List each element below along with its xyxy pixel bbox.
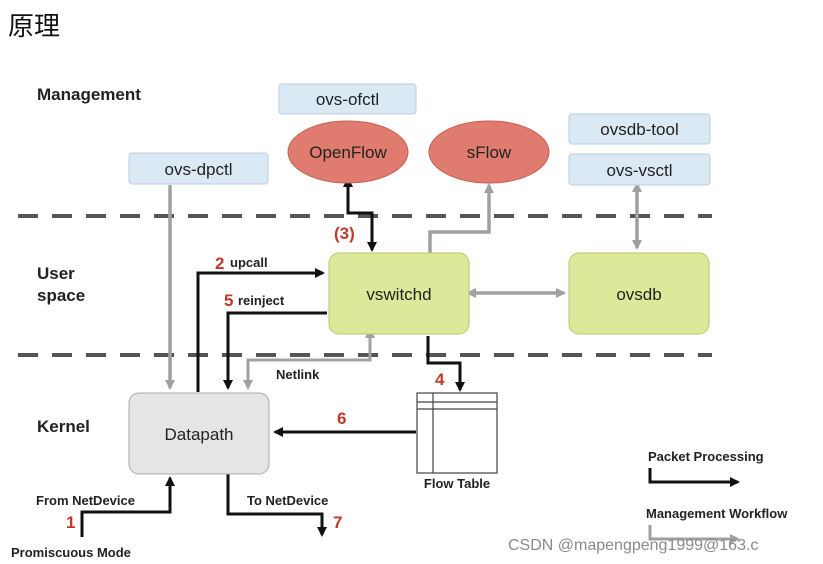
arrow-upcall [196, 268, 325, 392]
promiscuous-mode-label: Promiscuous Mode [11, 545, 131, 560]
ovs-ofctl-label: ovs-ofctl [316, 90, 379, 109]
from-netdevice-label: From NetDevice [36, 493, 135, 508]
legend-packet-processing-arrow [648, 468, 740, 487]
openflow-label: OpenFlow [309, 143, 387, 162]
step-3: (3) [334, 224, 355, 243]
step-6: 6 [337, 409, 346, 428]
ovs-vsctl-label: ovs-vsctl [606, 161, 672, 180]
watermark: CSDN @mapengpeng1999@163.c [508, 537, 758, 554]
ovsdb-label: ovsdb [616, 285, 661, 304]
step-5: 5 [224, 291, 233, 310]
openflow-ellipse: OpenFlow [287, 120, 409, 184]
step-2: 2 [215, 254, 224, 273]
layer-label-user-line1: User [37, 264, 75, 283]
arrow-vswitchd-to-flowtable [426, 336, 465, 392]
ovs-vsctl-box: ovs-vsctl [568, 153, 711, 186]
flow-table-label: Flow Table [424, 476, 490, 491]
page-title: 原理 [8, 12, 61, 42]
arrow-to-netdevice [226, 474, 327, 537]
layer-label-management: Management [37, 85, 141, 104]
legend-management-workflow-arrow [648, 525, 740, 544]
upcall-label: upcall [230, 255, 268, 270]
ovs-ofctl-box: ovs-ofctl [278, 83, 417, 115]
reinject-label: reinject [238, 293, 285, 308]
netlink-label: Netlink [276, 367, 320, 382]
datapath-label: Datapath [165, 425, 234, 444]
arrow-netlink [243, 328, 375, 390]
arrow-from-netdevice [80, 476, 175, 537]
to-netdevice-label: To NetDevice [247, 493, 328, 508]
step-4: 4 [435, 370, 445, 389]
arrow-reinject [223, 311, 327, 390]
layer-label-kernel: Kernel [37, 417, 90, 436]
sflow-ellipse: sFlow [428, 120, 550, 184]
layer-label-user-line2: space [37, 286, 85, 305]
ovs-dpctl-box: ovs-dpctl [128, 152, 269, 185]
arrow-vswitchd-to-sflow [428, 183, 494, 253]
ovsdb-tool-label: ovsdb-tool [600, 120, 678, 139]
datapath-box: Datapath [128, 392, 270, 475]
flow-table-grid [416, 392, 498, 474]
ovsdb-tool-box: ovsdb-tool [568, 113, 711, 145]
vswitchd-label: vswitchd [366, 285, 431, 304]
step-7: 7 [333, 513, 342, 532]
legend-management-workflow-label: Management Workflow [646, 506, 788, 521]
legend-packet-processing-label: Packet Processing [648, 449, 764, 464]
step-1: 1 [66, 513, 75, 532]
arrow-openflow-vswitchd [343, 177, 377, 252]
ovsdb-box: ovsdb [568, 252, 710, 335]
ovs-dpctl-label: ovs-dpctl [164, 160, 232, 179]
sflow-label: sFlow [467, 143, 512, 162]
vswitchd-box: vswitchd [328, 252, 470, 335]
